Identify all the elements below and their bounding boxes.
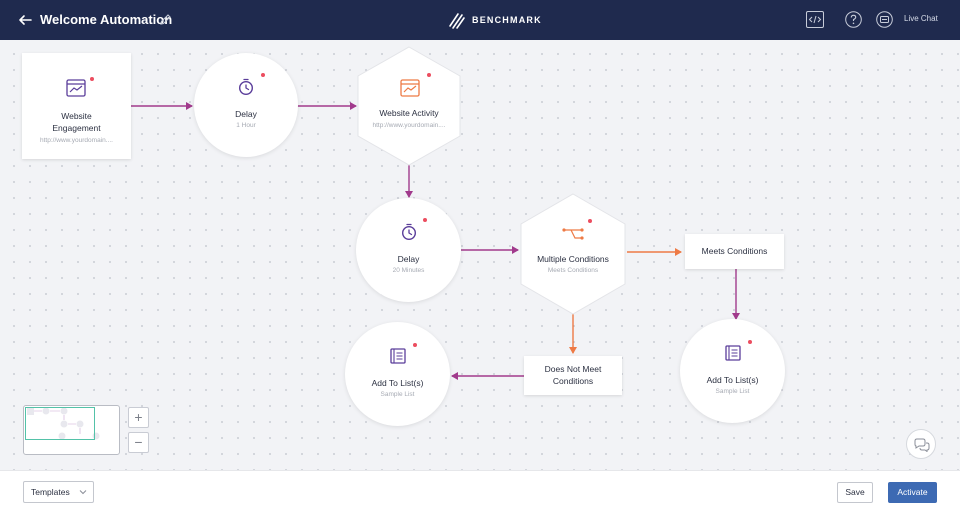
workflow-connectors [131,102,740,380]
brand-name: BENCHMARK [472,15,542,25]
automation-title: Welcome Automation [40,12,173,27]
status-dot [261,73,265,77]
branch-label-meets-conditions[interactable]: Meets Conditions [685,234,784,269]
stopwatch-icon [238,78,254,96]
node-subtitle: http://www.yourdomain.... [372,122,446,129]
chevron-down-icon [79,490,87,495]
node-website-activity-shape[interactable] [356,45,462,167]
node-add-to-list-2[interactable]: Add To List(s) Sample List [680,319,785,423]
node-subtitle: Sample List [715,388,750,395]
activate-button[interactable]: Activate [888,482,937,503]
branch-title: Meets Conditions [701,246,768,256]
help-icon[interactable] [845,11,862,28]
node-title: Delay [397,254,420,264]
support-chat-button[interactable] [906,429,936,459]
branch-title: Does Not Meet Conditions [544,364,602,386]
status-dot [423,218,427,222]
browser-chart-icon [66,79,86,97]
node-subtitle: Sample List [380,391,415,398]
minimap-viewport[interactable] [25,407,95,440]
branch-icon [562,228,584,240]
node-title: Website Activity [379,108,439,118]
status-dot [427,73,431,77]
status-dot [748,340,752,344]
node-title: Multiple Conditions [537,254,609,264]
node-multiple-conditions-shape[interactable] [519,192,627,316]
list-icon [390,348,406,364]
status-dot [90,77,94,81]
node-subtitle: http://www.yourdomain.... [40,137,113,144]
node-subtitle: 20 Minutes [392,267,425,274]
node-title: Delay [235,109,257,119]
branch-label-does-not-meet[interactable]: Does Not Meet Conditions [524,356,622,395]
status-dot [588,219,592,223]
zoom-in-button[interactable]: + [128,407,149,428]
zoom-out-button[interactable]: − [128,432,149,453]
node-website-engagement[interactable]: Website Engagement http://www.yourdomain… [22,53,131,159]
status-dot [413,343,417,347]
live-chat-link[interactable]: Live Chat [904,14,938,23]
pencil-icon[interactable] [159,13,172,26]
save-button[interactable]: Save [837,482,873,503]
back-arrow-icon[interactable] [16,11,34,29]
node-title: Website Engagement [52,111,101,133]
chat-bubbles-icon [914,438,930,452]
node-add-to-list-1[interactable]: Add To List(s) Sample List [345,322,450,426]
node-subtitle: 1 Hour [236,122,256,129]
templates-dropdown[interactable]: Templates [23,481,94,503]
workflow-canvas[interactable]: Website Engagement http://www.yourdomain… [0,40,960,470]
minimap[interactable] [23,405,120,455]
benchmark-logo-icon [449,13,465,29]
node-delay-1[interactable]: Delay 1 Hour [194,53,298,157]
list-icon [725,345,741,361]
chat-icon[interactable] [876,11,893,28]
bottom-bar: Templates Save Activate [0,470,960,514]
node-title: Add To List(s) [371,378,424,388]
templates-label: Templates [31,487,70,497]
node-title: Add To List(s) [706,375,759,385]
node-delay-2[interactable]: Delay 20 Minutes [356,198,461,302]
top-bar: Welcome Automation BENCHMARK Live Chat [0,0,960,40]
browser-chart-icon [400,79,420,97]
node-subtitle: Meets Conditions [547,267,599,274]
stopwatch-icon [401,223,417,241]
brand-logo: BENCHMARK [447,10,542,30]
code-icon[interactable] [806,11,824,28]
